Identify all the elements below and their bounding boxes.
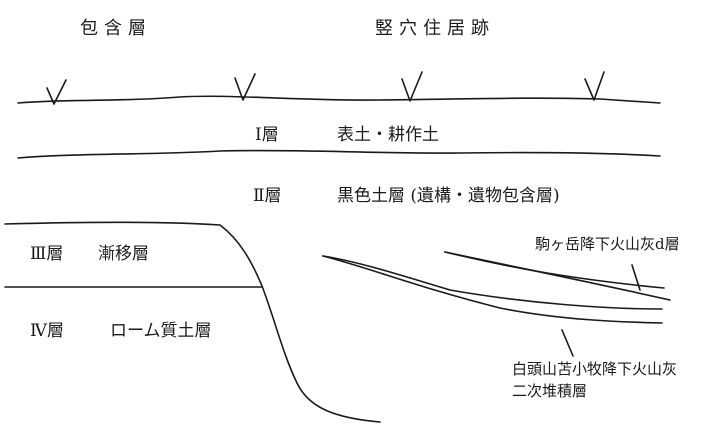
lower-tephra-label-line1: 白頭山苫小牧降下火山灰	[512, 360, 678, 378]
grass-mark	[46, 79, 67, 105]
header-left: 包含層	[80, 18, 152, 39]
upper-tephra-lens	[444, 251, 671, 301]
grass-mark	[584, 71, 605, 101]
layer2-name: Ⅱ層	[253, 186, 282, 206]
layer4-name: Ⅳ層	[30, 321, 64, 341]
ground-surface-line	[17, 95, 661, 104]
upper-label-leader	[631, 264, 641, 291]
layer2-desc: 黒色土層 (遺構・遺物包含層)	[337, 186, 560, 206]
upper-tephra-label: 駒ヶ岳降下火山灰d層	[535, 235, 680, 253]
grass-mark	[234, 73, 256, 101]
lower-label-leader	[561, 329, 574, 357]
layer4-desc: ローム質土層	[110, 321, 212, 341]
lower-tephra-label-line2: 二次堆積層	[512, 382, 588, 400]
upper-tephra-lens	[444, 251, 665, 289]
layer1-layer2-boundary	[17, 149, 661, 159]
header-right: 竪穴住居跡	[375, 18, 495, 39]
lower-tephra-lens	[322, 255, 663, 324]
pit-wall-line	[4, 221, 381, 423]
layer1-desc: 表土・耕作土	[337, 125, 439, 145]
layer1-name: Ⅰ層	[255, 125, 279, 145]
grass-mark	[401, 71, 423, 102]
layer3-desc: 漸移層	[98, 244, 149, 264]
lower-tephra-lens	[322, 255, 663, 310]
layer3-name: Ⅲ層	[30, 244, 64, 264]
